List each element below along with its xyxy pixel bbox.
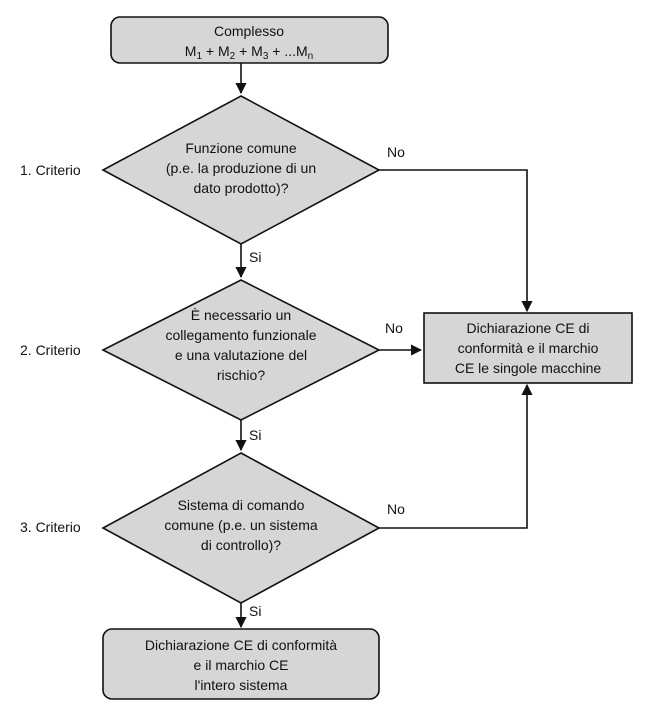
criterion-1-line-2: (p.e. la produzione di un	[166, 160, 316, 176]
end-result-line-2: e il marchio CE	[194, 657, 289, 673]
criterion-1-line-1: Funzione comune	[185, 140, 297, 156]
criterion-3-line-2: comune (p.e. un sistema	[164, 517, 318, 533]
criterion-3-no-label: No	[387, 501, 405, 517]
side-result-line-3: CE le singole macchine	[455, 360, 602, 376]
criterion-1-no-label: No	[387, 144, 405, 160]
side-result-line-1: Dichiarazione CE di	[467, 320, 590, 336]
criterion-3-yes-label: Si	[249, 603, 261, 619]
criterion-2-label: 2. Criterio	[20, 342, 81, 358]
start-title: Complesso	[214, 23, 284, 39]
end-result-line-3: l'intero sistema	[195, 677, 288, 693]
criterion-2-line-4: rischio?	[217, 367, 265, 383]
end-result-box	[102, 628, 380, 700]
criterion-3-label: 3. Criterio	[20, 519, 81, 535]
criterion-3-line-3: di controllo)?	[201, 537, 281, 553]
edge-criterion-1-no	[379, 169, 533, 313]
side-result-line-2: conformità e il marchio	[458, 340, 599, 356]
criterion-2-yes-label: Si	[249, 427, 261, 443]
criterion-1-label: 1. Criterio	[20, 162, 81, 178]
criterion-2-line-2: collegamento funzionale	[166, 327, 317, 343]
start-formula: M1 + M2 + M3 + ...Mn	[185, 43, 313, 62]
start-box	[110, 16, 389, 64]
criterion-3-line-1: Sistema di comando	[178, 497, 305, 513]
criterion-1-yes-label: Si	[249, 249, 261, 265]
criterion-2-no-label: No	[385, 320, 403, 336]
criterion-2-line-1: È necessario un	[191, 307, 291, 323]
criterion-1-line-3: dato prodotto)?	[194, 180, 289, 196]
end-result-line-1: Dichiarazione CE di conformità	[145, 637, 337, 653]
side-result-box	[423, 312, 633, 384]
criterion-2-line-3: e una valutazione del	[175, 347, 307, 363]
edge-criterion-3-no	[379, 383, 533, 529]
